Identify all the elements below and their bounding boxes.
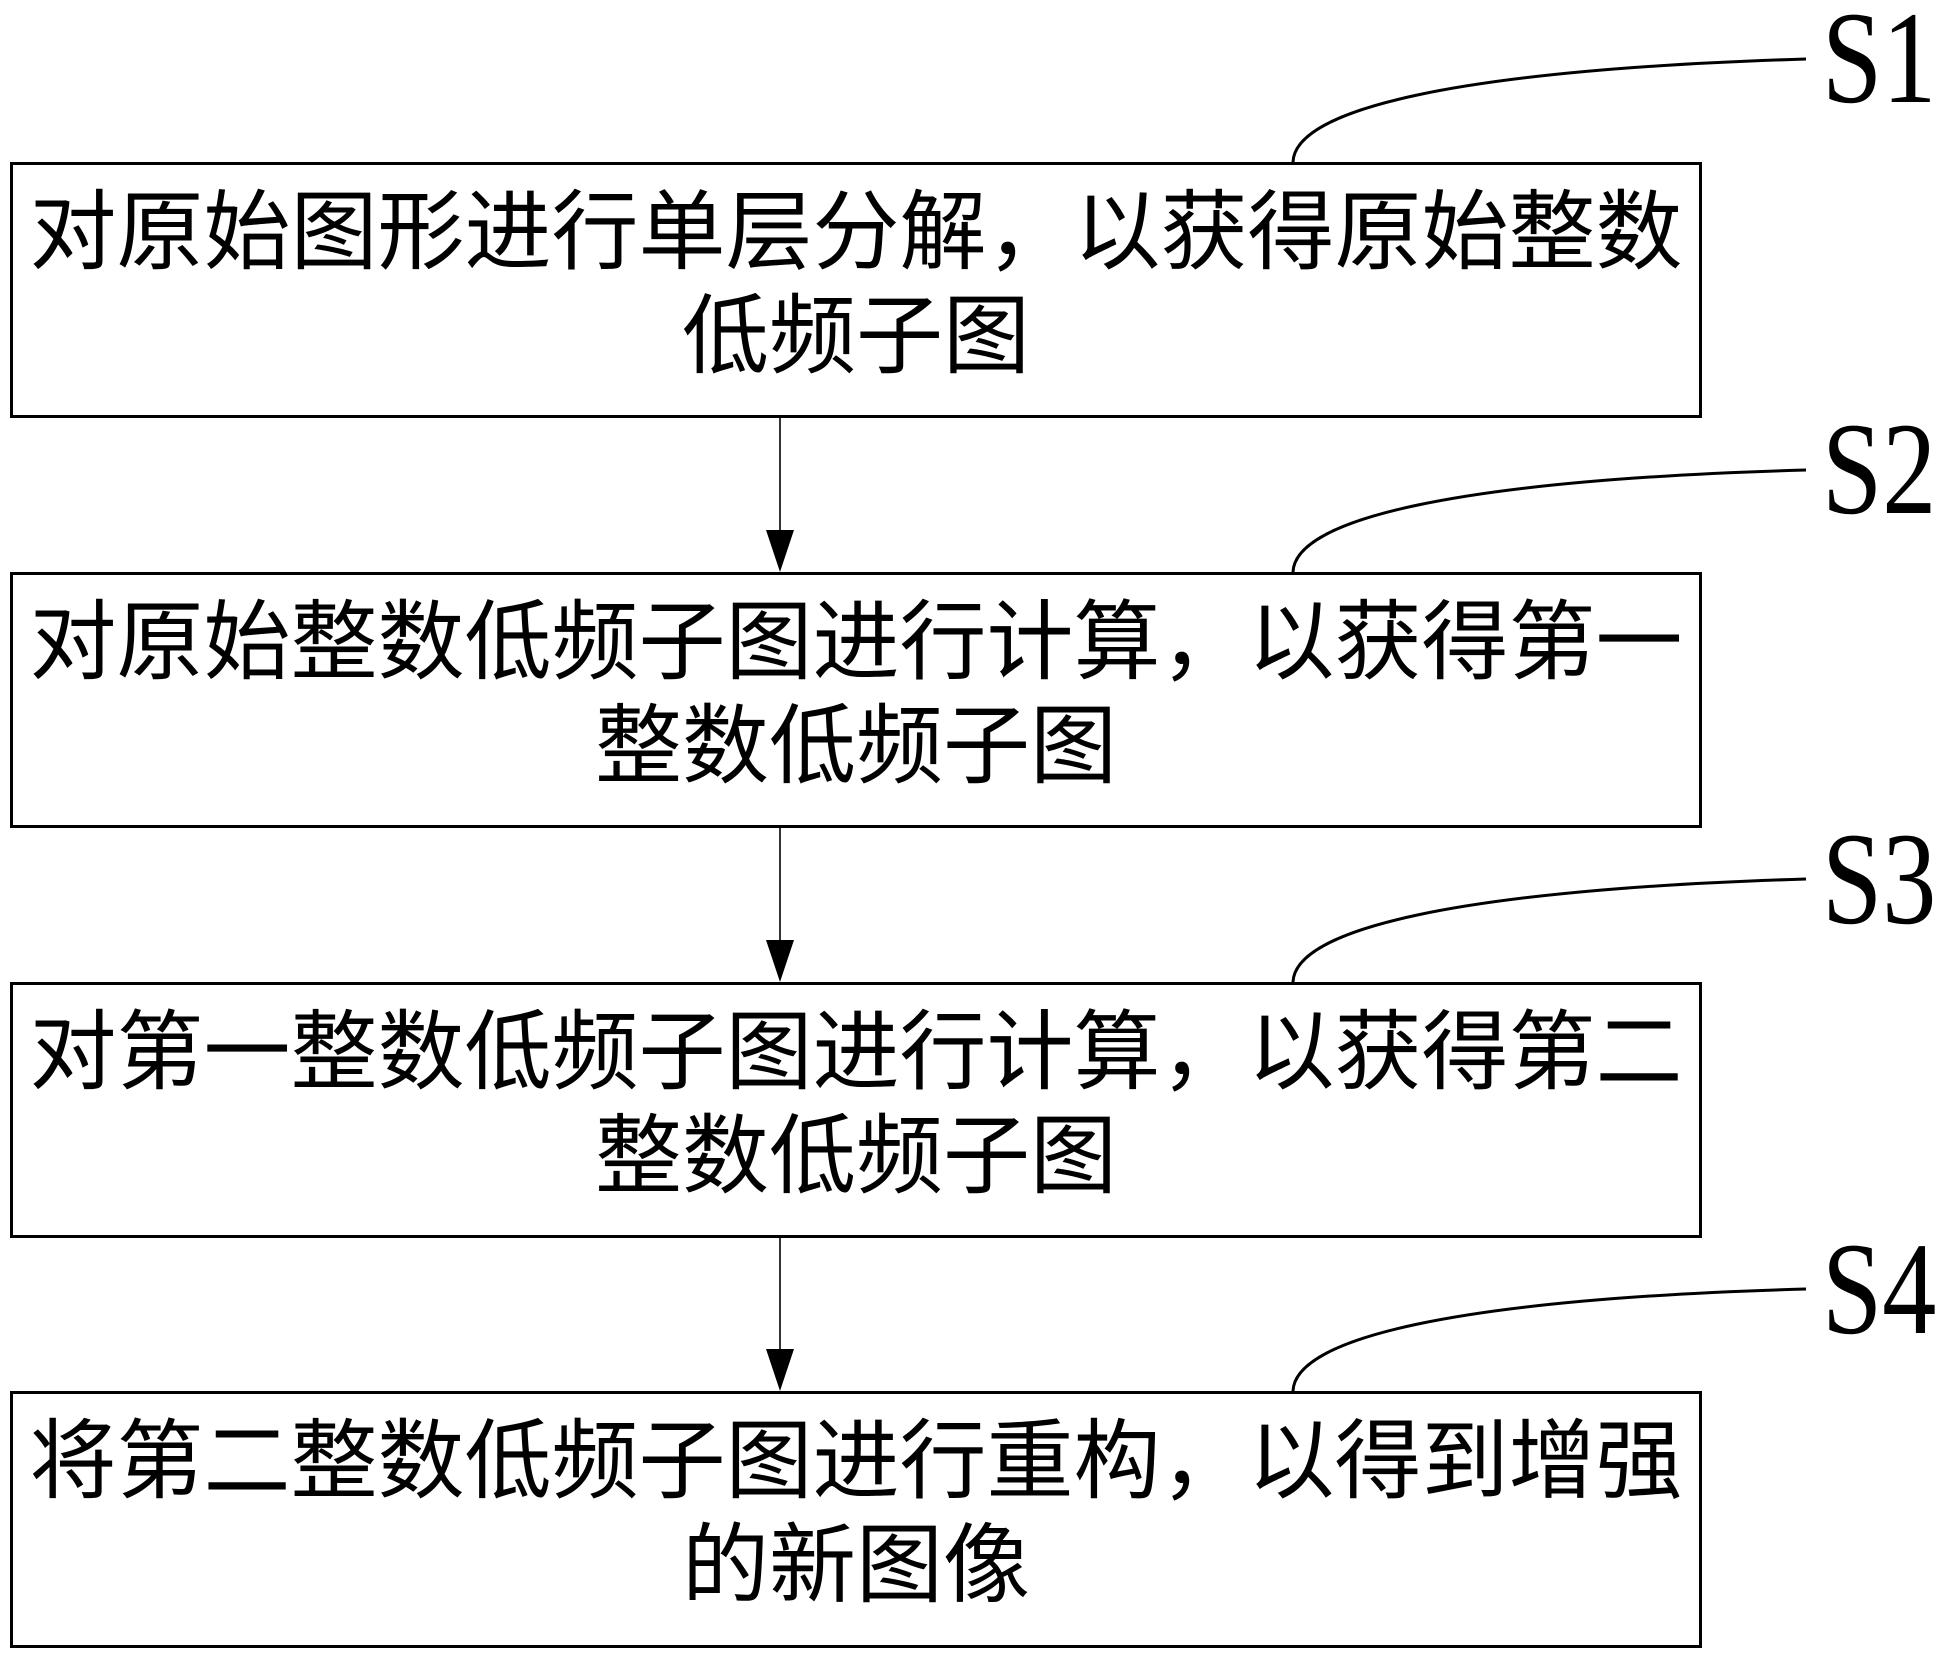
step-label-s3: S3 [1822,829,1934,929]
step-text-s3: 对第一整数低频子图进行计算，以获得第二整数低频子图 [27,1000,1685,1208]
leader-line-s1 [1293,59,1806,162]
step-text-s4: 将第二整数低频子图进行重构，以得到增强的新图像 [27,1409,1685,1617]
leader-line-s4 [1293,1289,1806,1391]
arrowhead-icon [766,1349,794,1391]
arrowhead-icon [766,530,794,572]
arrowhead-icon [766,940,794,982]
step-box-s2: 对原始整数低频子图进行计算，以获得第一整数低频子图 [10,572,1702,828]
step-box-s3: 对第一整数低频子图进行计算，以获得第二整数低频子图 [10,982,1702,1238]
step-label-s2: S2 [1822,419,1934,519]
step-label-s1: S1 [1822,8,1934,108]
step-label-s4: S4 [1822,1239,1934,1339]
leader-line-s2 [1293,470,1806,572]
leader-line-s3 [1293,879,1806,982]
step-text-s2: 对原始整数低频子图进行计算，以获得第一整数低频子图 [27,590,1685,798]
step-box-s4: 将第二整数低频子图进行重构，以得到增强的新图像 [10,1391,1702,1648]
step-text-s1: 对原始图形进行单层分解，以获得原始整数低频子图 [27,180,1685,388]
step-box-s1: 对原始图形进行单层分解，以获得原始整数低频子图 [10,162,1702,418]
flow-arrow-s3-s4 [766,1238,794,1391]
flow-arrow-s1-s2 [766,418,794,572]
flow-arrow-s2-s3 [766,828,794,982]
